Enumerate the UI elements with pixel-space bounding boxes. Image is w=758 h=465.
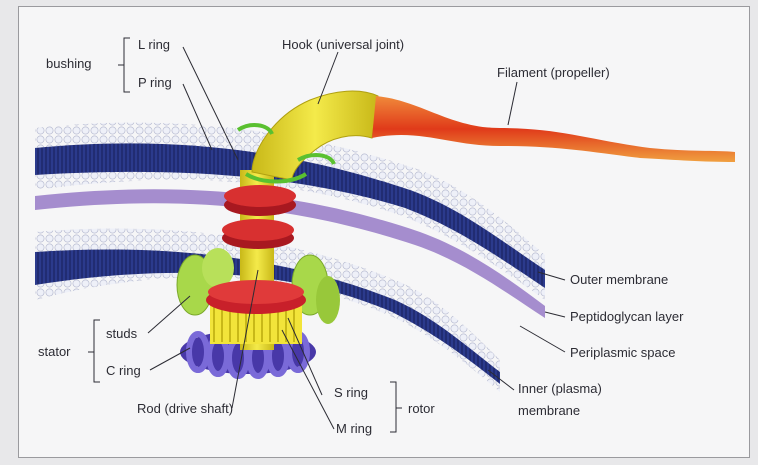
label-stator: stator	[38, 344, 71, 359]
label-bushing: bushing	[46, 56, 92, 71]
label-m-ring: M ring	[336, 421, 372, 436]
ms-ring	[206, 280, 306, 344]
label-c-ring: C ring	[106, 363, 141, 378]
label-periplasmic-space: Periplasmic space	[570, 345, 676, 360]
label-p-ring: P ring	[138, 75, 172, 90]
label-outer-membrane: Outer membrane	[570, 272, 668, 287]
label-rod: Rod (drive shaft)	[137, 401, 233, 416]
label-inner-membrane-line1: Inner (plasma)	[518, 381, 602, 396]
label-inner-membrane-line2: membrane	[518, 403, 580, 418]
label-peptidoglycan-layer: Peptidoglycan layer	[570, 309, 683, 324]
filament	[372, 96, 735, 162]
label-rotor: rotor	[408, 401, 435, 416]
label-filament: Filament (propeller)	[497, 65, 610, 80]
label-l-ring: L ring	[138, 37, 170, 52]
label-studs: studs	[106, 326, 137, 341]
label-hook: Hook (universal joint)	[282, 37, 404, 52]
p-ring	[222, 219, 294, 249]
label-s-ring: S ring	[334, 385, 368, 400]
l-ring	[224, 185, 296, 216]
